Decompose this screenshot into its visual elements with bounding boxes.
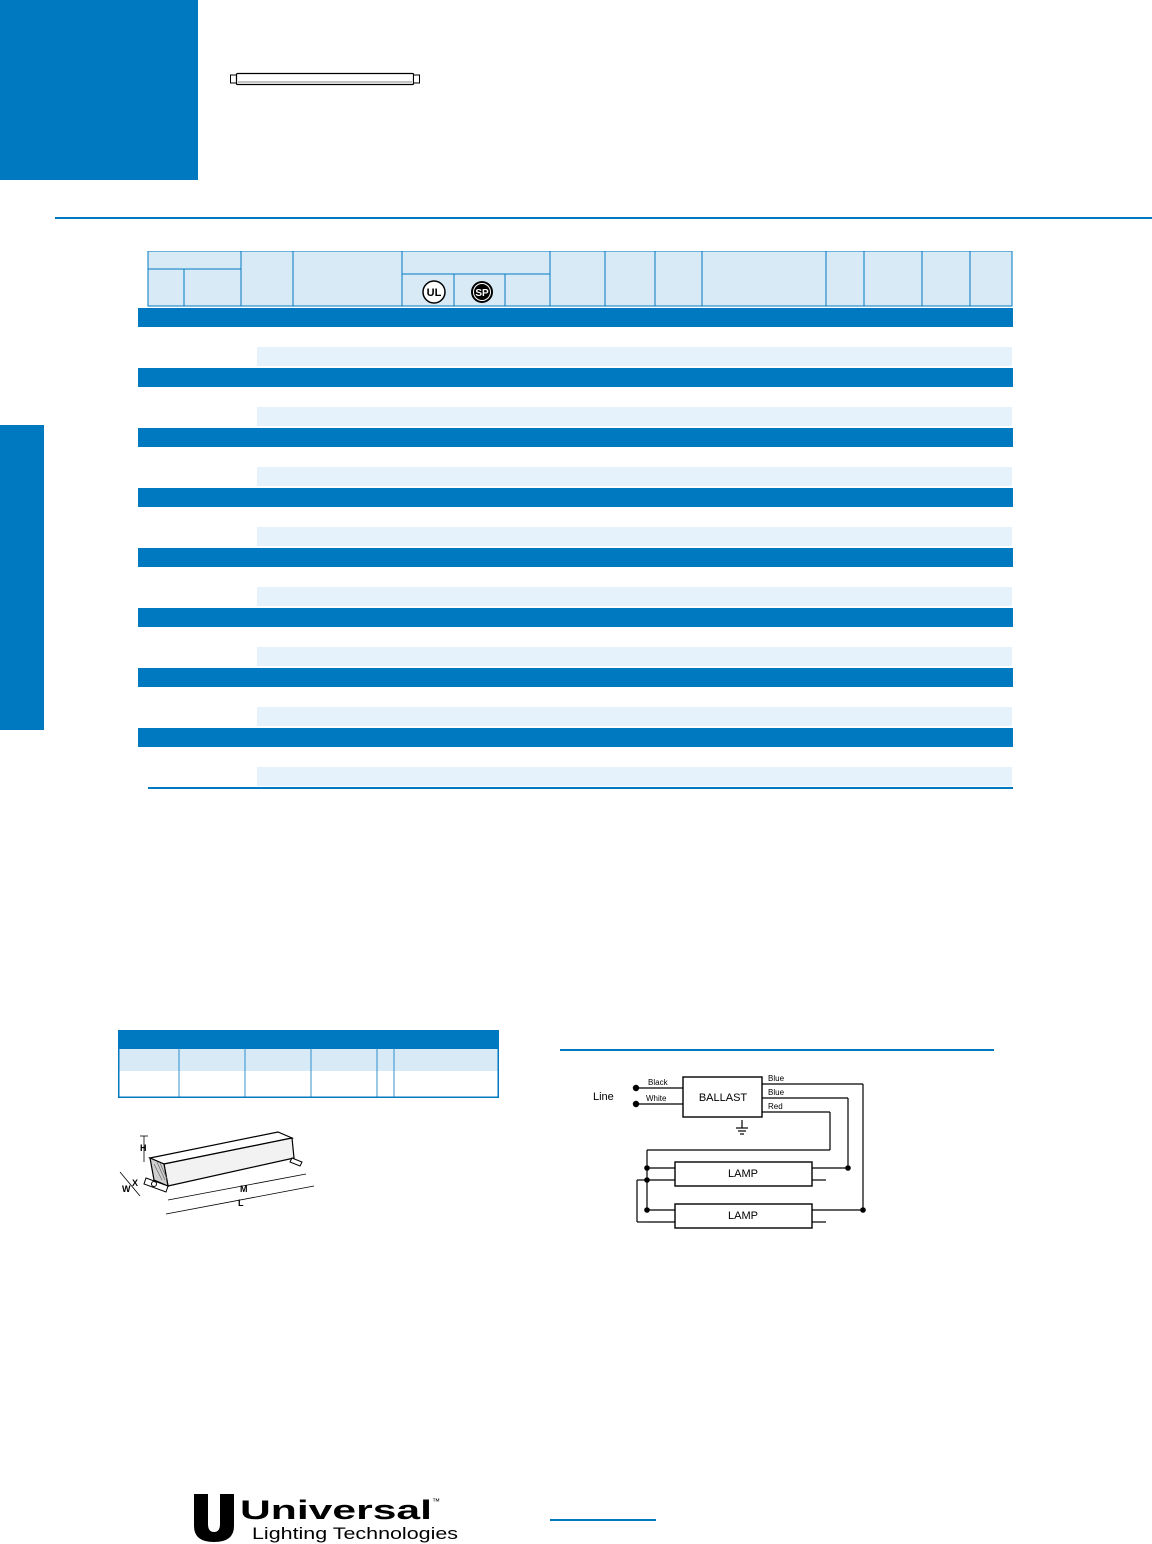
table-row [257,767,1012,786]
section-divider [55,217,1152,219]
lamp-box [674,1161,813,1187]
table-row [257,707,1012,726]
ballast-box [682,1076,763,1118]
ballast-dimension-drawing: H W X M L [119,1131,315,1215]
table-row [257,587,1012,606]
lamp-box [674,1203,813,1229]
mounting-length-label: M [240,1184,248,1194]
wire-label-white: White [646,1094,667,1103]
wiring-diagram: Line BALLAST Bla [593,1074,866,1229]
length-label: L [238,1198,244,1208]
lamp-label: LAMP [728,1168,758,1180]
table-row-group [138,668,1013,726]
header-background [148,251,1012,306]
ul-logo-icon: UL [422,280,446,304]
fluorescent-tube-icon [230,72,420,86]
junction-dots [632,1084,866,1213]
table-row-group [138,728,1013,786]
universal-u-icon [194,1494,234,1542]
table-row [257,527,1012,546]
spec-table: UL SP [138,251,1013,789]
lamp-label: LAMP [728,1210,758,1222]
table-group-bar [138,488,1013,507]
table-row-group [138,368,1013,426]
dimension-table-title-bar [118,1030,499,1049]
table-row [257,407,1012,426]
table-group-bar [138,308,1013,327]
footer-divider [550,1519,656,1521]
table-row-group [138,548,1013,606]
table-group-bar [138,668,1013,687]
svg-text:Lighting Technologies: Lighting Technologies [252,1524,458,1543]
table-row [257,647,1012,666]
svg-text:Universal: Universal [240,1495,432,1525]
wire-label-red: Red [768,1102,783,1111]
table-header [147,251,1013,307]
table-body [138,308,1013,786]
table-row-group [138,488,1013,546]
wiring-section-divider [560,1049,994,1051]
height-label: H [140,1143,147,1153]
table-group-bar [138,608,1013,627]
table-row-group [138,608,1013,666]
table-group-bar [138,428,1013,447]
side-section-tab [0,425,44,730]
corner-color-block [0,0,198,180]
table-group-bar [138,368,1013,387]
svg-text:™: ™ [432,1497,440,1506]
header-border [147,251,1013,307]
table-group-bar [138,548,1013,567]
table-row-group [138,428,1013,486]
dimension-table-columns [178,1049,395,1097]
svg-text:UL: UL [427,287,442,299]
table-row-group [138,308,1013,366]
universal-logo: Universal ™ Lighting Technologies [194,1494,458,1543]
dimension-table-row [119,1071,498,1097]
ballast-label: BALLAST [699,1092,748,1104]
width-label: W [122,1184,131,1194]
line-label: Line [593,1091,614,1103]
svg-text:SP: SP [475,288,489,299]
table-row [257,467,1012,486]
csa-logo-icon: SP [471,281,493,303]
certification-header: UL SP [422,280,493,304]
wire-label-blue-1: Blue [768,1074,785,1083]
wire-label-blue-2: Blue [768,1088,785,1097]
x-label: X [132,1178,138,1188]
dimension-table [118,1030,499,1098]
wire-label-black: Black [648,1078,669,1087]
dimension-table-header [119,1049,498,1071]
table-row [257,347,1012,366]
table-group-bar [138,728,1013,747]
